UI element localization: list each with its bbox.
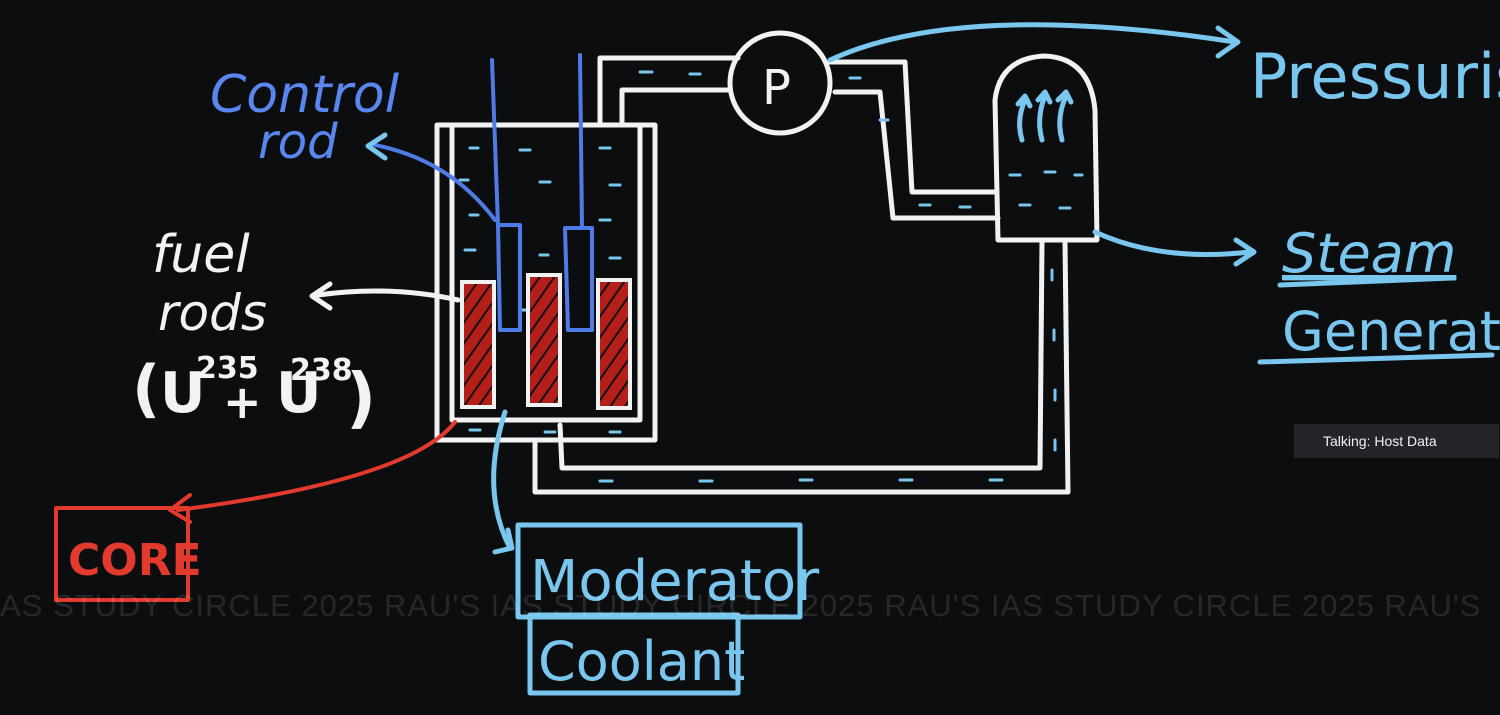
coolant-label: Coolant xyxy=(527,612,745,696)
pump: P xyxy=(727,30,833,136)
svg-text:rod: rod xyxy=(258,114,338,170)
label-arrows xyxy=(168,22,1257,555)
svg-text:Control: Control xyxy=(210,65,400,125)
svg-text:Moderator: Moderator xyxy=(530,549,820,614)
core-label: CORE xyxy=(54,506,202,602)
control-rod-label: Control rod xyxy=(210,65,400,170)
svg-text:Steam: Steam xyxy=(1282,222,1456,285)
watermark: AS STUDY CIRCLE 2025 RAU'S IAS STUDY CIR… xyxy=(0,588,1482,623)
svg-text:Generato: Generato xyxy=(1282,300,1500,363)
control-rods xyxy=(490,53,594,332)
svg-text:U: U xyxy=(276,361,321,426)
svg-text:fuel: fuel xyxy=(152,225,250,285)
svg-text:CORE: CORE xyxy=(68,535,202,586)
svg-text:U: U xyxy=(160,361,205,426)
talking-indicator: Talking: Host Data xyxy=(1294,424,1499,458)
svg-text:238: 238 xyxy=(290,353,353,388)
pipe-coolant-marks xyxy=(598,70,1057,483)
fuel-rods xyxy=(460,273,632,410)
steam-generator-vessel xyxy=(992,53,1100,243)
svg-text:Pressurise: Pressurise xyxy=(1250,40,1500,113)
svg-text:+: + xyxy=(223,375,262,429)
svg-text:(: ( xyxy=(132,352,160,425)
svg-text:Coolant: Coolant xyxy=(538,630,745,693)
coolant-loop xyxy=(532,55,1071,495)
svg-text:rods: rods xyxy=(158,284,267,342)
fuel-composition: ( U 235 + U 238 ) xyxy=(132,351,376,436)
pressuriser-label: Pressurise xyxy=(1250,40,1500,113)
svg-text:): ) xyxy=(346,359,376,436)
fuel-rods-label: fuel rods xyxy=(152,225,267,342)
steam-generator-label: Steam Generato xyxy=(1257,222,1500,365)
pump-label: P xyxy=(762,60,791,116)
reactor-vessel xyxy=(434,122,658,443)
svg-text:235: 235 xyxy=(196,351,259,386)
